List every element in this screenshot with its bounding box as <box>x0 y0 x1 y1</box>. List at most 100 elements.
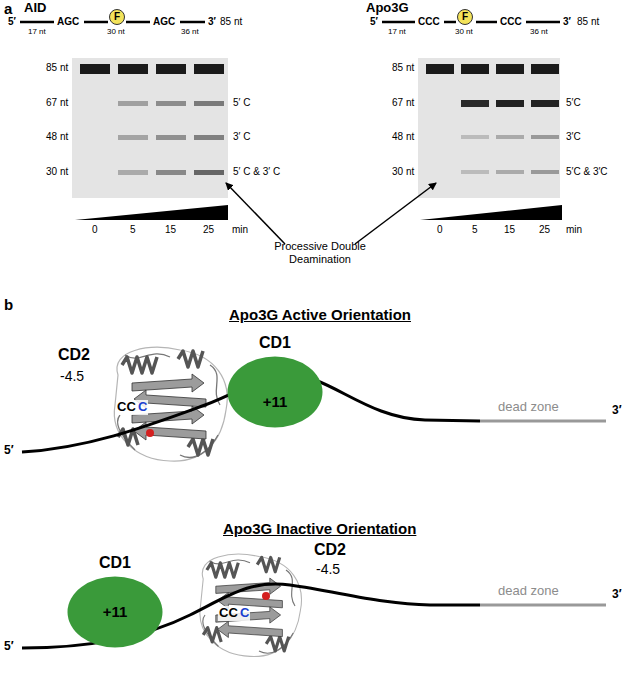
dead-zone-strand <box>480 604 606 607</box>
motif-text: AGC <box>153 16 175 28</box>
time-point: 15 <box>165 224 176 236</box>
gel-image <box>418 58 560 198</box>
gel-image <box>531 135 559 139</box>
band-label: 5′C & 3′C <box>566 166 608 178</box>
gel-image <box>72 58 228 198</box>
pointer-arrow <box>355 183 436 244</box>
time-wedge <box>420 205 562 220</box>
time-point: 15 <box>504 224 515 236</box>
time-point: 5 <box>130 224 136 236</box>
gel-image <box>194 101 224 106</box>
gel-image <box>461 135 489 139</box>
substrate-line <box>444 21 456 24</box>
time-unit: min <box>232 224 248 236</box>
gel-image <box>496 64 524 74</box>
band-label: 3′C <box>566 131 581 143</box>
domain-oval <box>68 577 163 648</box>
region-label: dead zone <box>498 400 559 415</box>
gel-image <box>194 64 224 74</box>
substrate-line <box>180 21 205 24</box>
time-point: 0 <box>437 224 443 236</box>
gel-image <box>531 64 559 74</box>
domain-name: CD1 <box>227 334 323 352</box>
node-text: F <box>114 11 120 23</box>
domain-oval <box>227 356 323 428</box>
panel-letter: b <box>4 296 13 313</box>
node-text: F <box>462 11 468 23</box>
gel-image <box>426 64 454 74</box>
strand-end: 5′ <box>370 16 378 28</box>
strand-end: 5′ <box>8 16 16 28</box>
substrate-line <box>84 21 108 24</box>
strand-end: 3′ <box>612 588 622 602</box>
time-point: 5 <box>472 224 478 236</box>
gel-image <box>496 135 524 139</box>
gel-image <box>156 170 186 175</box>
substrate-line <box>20 21 54 24</box>
cd2-structure <box>200 554 302 656</box>
gel-image <box>461 100 489 107</box>
size-marker: 85 nt <box>46 62 68 74</box>
segment-length: 30 nt <box>455 27 473 36</box>
strand-end: 3′ <box>208 16 216 28</box>
strand-end: 5′ <box>4 640 14 654</box>
gel-image <box>461 170 489 174</box>
strand-end: 5′ <box>4 444 14 458</box>
substrate-line <box>382 21 415 24</box>
length-label: 85 nt <box>577 16 599 28</box>
fluorophore-circle: F <box>109 9 125 25</box>
gel-image <box>156 135 186 140</box>
segment-length: 17 nt <box>28 27 46 36</box>
domain-oval <box>228 357 323 428</box>
domain-name: CD1 <box>67 554 163 572</box>
section-title: Apo3G Active Orientation <box>229 306 411 323</box>
gel-image <box>118 135 148 140</box>
domain-name: CD2 <box>58 346 90 364</box>
segment-length: 36 nt <box>181 27 199 36</box>
gel-image <box>496 170 524 174</box>
gel-image <box>531 100 559 107</box>
fluorophore-circle: F <box>457 9 473 25</box>
cd1-domain: CD1 +11 <box>67 554 163 648</box>
motif-text: CCC <box>500 16 522 28</box>
segment-length: 36 nt <box>530 27 548 36</box>
motif-text: CC <box>218 606 239 621</box>
band-label: 3′ C <box>233 131 250 143</box>
section-title: Apo3G Inactive Orientation <box>223 520 416 537</box>
length-label: 85 nt <box>220 16 242 28</box>
segment-length: 17 nt <box>388 27 406 36</box>
strand-end: 3′ <box>563 16 571 28</box>
band-label: 5′ C & 3′ C <box>233 166 280 178</box>
time-wedge <box>75 205 228 220</box>
size-marker: 30 nt <box>46 166 68 178</box>
dead-zone-strand <box>480 420 606 423</box>
domain-charge: +11 <box>67 603 163 620</box>
time-point: 25 <box>203 224 214 236</box>
gel-image <box>156 64 186 74</box>
motif-text: CCC <box>418 16 440 28</box>
target-base: C <box>239 606 250 621</box>
band-label: 5′C <box>566 97 581 109</box>
domain-name: CD2 <box>314 541 346 559</box>
pointer-arrow <box>226 183 285 244</box>
gel-image <box>80 64 110 74</box>
panel-title: Apo3G <box>366 1 409 16</box>
substrate-line <box>476 21 497 24</box>
gel-image <box>426 64 559 74</box>
time-point: 25 <box>539 224 550 236</box>
domain-charge: +11 <box>227 393 323 410</box>
gel-image <box>194 170 224 175</box>
gel-image <box>194 135 224 140</box>
zinc-site <box>262 592 270 600</box>
size-marker: 85 nt <box>392 62 414 74</box>
region-label: dead zone <box>498 584 559 599</box>
gel-image <box>531 170 559 174</box>
gel-image <box>496 100 524 107</box>
motif-text: AGC <box>57 16 79 28</box>
time-point: 0 <box>92 224 98 236</box>
domain-charge: -4.5 <box>316 561 340 577</box>
size-marker: 48 nt <box>46 131 68 143</box>
gel-image <box>80 64 224 74</box>
band-label: 5′ C <box>233 97 250 109</box>
time-unit: min <box>566 224 582 236</box>
